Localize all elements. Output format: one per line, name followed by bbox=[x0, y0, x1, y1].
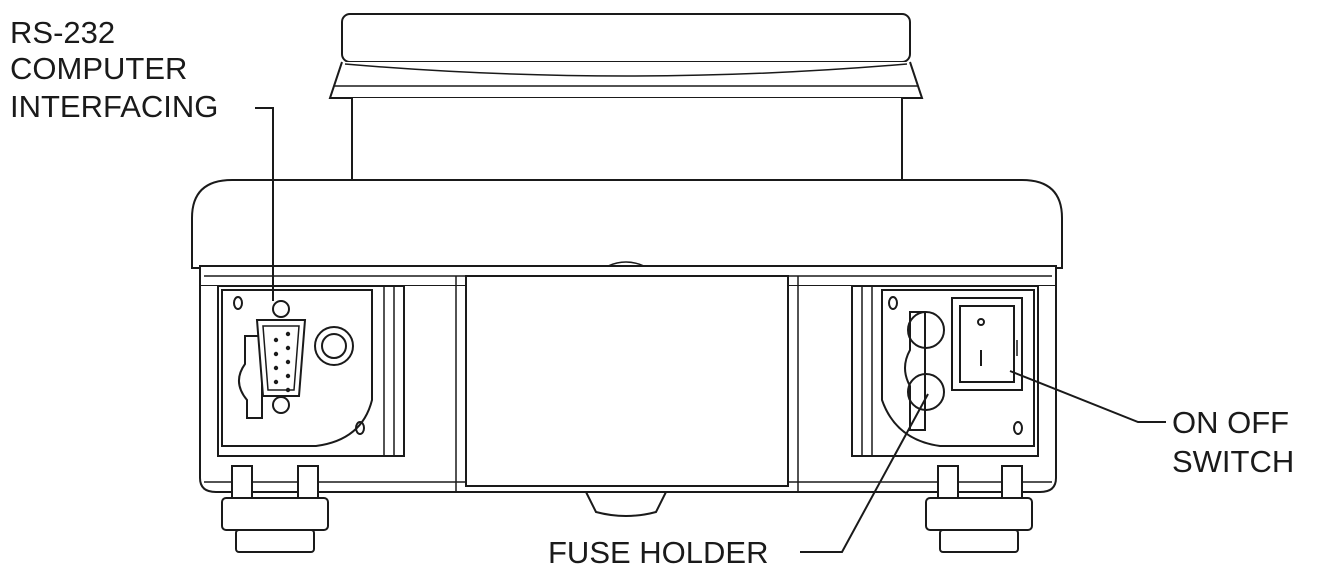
fuse-holder-icon bbox=[907, 373, 945, 411]
rs232-label-line-2: COMPUTER bbox=[10, 51, 187, 86]
balance-feet bbox=[221, 465, 1033, 553]
rs232-label-line-3: INTERFACING bbox=[10, 89, 218, 124]
fuse-leader-line bbox=[800, 393, 929, 553]
switch-leader-line bbox=[1009, 370, 1166, 423]
weighing-pan bbox=[328, 13, 924, 183]
rocker-switch-icon bbox=[951, 297, 1023, 391]
rs232-leader-line bbox=[255, 107, 274, 301]
fuse-holder-label: FUSE HOLDER bbox=[548, 535, 768, 570]
rs232-connector-panel bbox=[217, 285, 405, 457]
upper-round-plug-icon bbox=[907, 311, 945, 349]
center-panel bbox=[455, 275, 799, 492]
on-off-label-line-1: ON OFF bbox=[1172, 405, 1289, 440]
power-panel bbox=[851, 285, 1039, 457]
rs232-label-line-1: RS-232 bbox=[10, 15, 115, 50]
on-off-label-line-2: SWITCH bbox=[1172, 444, 1294, 479]
round-port-icon bbox=[314, 326, 354, 366]
db9-connector-icon bbox=[255, 319, 307, 397]
callout-lines bbox=[255, 107, 1166, 553]
